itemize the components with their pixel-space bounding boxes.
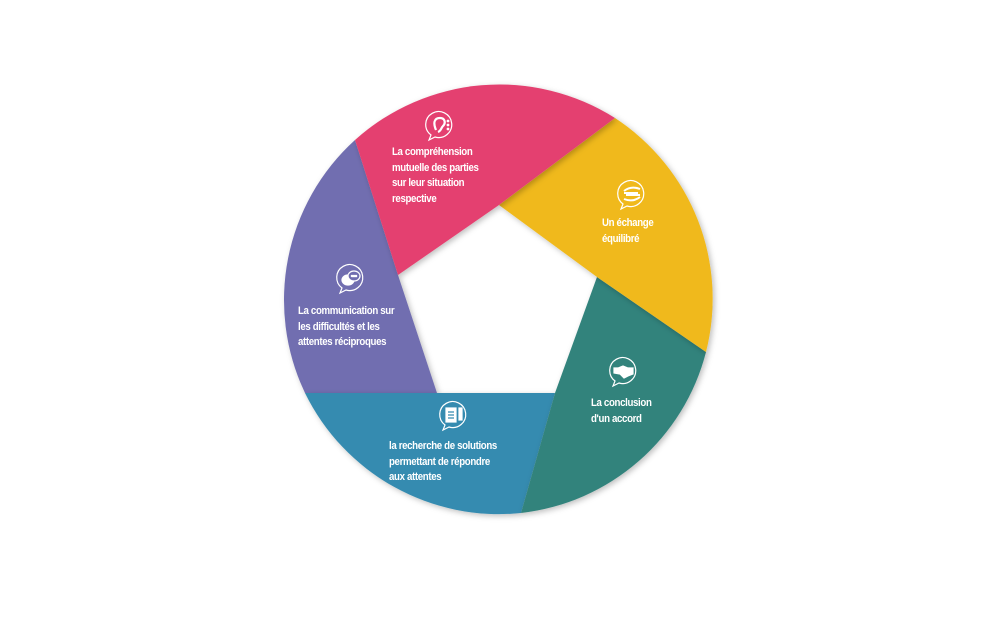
segment-blue	[305, 393, 555, 515]
segment-pink	[355, 84, 615, 275]
label-comprehension: La compréhension mutuelle des parties su…	[392, 145, 479, 207]
label-communication: La communication sur les difficultés et …	[298, 304, 395, 351]
clipboard-icon	[439, 400, 467, 432]
chat-bubbles-icon	[336, 263, 364, 295]
label-line: la recherche de solutions	[389, 440, 497, 452]
label-line: La communication sur	[298, 305, 395, 317]
segment-teal	[521, 277, 706, 513]
label-line: respective	[392, 192, 437, 205]
label-line: mutuelle des parties	[392, 161, 479, 174]
label-recherche: la recherche de solutions permettant de …	[389, 439, 497, 486]
label-line: sur leur situation	[392, 177, 465, 189]
label-line: permettant de répondre	[389, 455, 490, 468]
label-line: équilibré	[602, 232, 640, 245]
ear-icon	[425, 110, 453, 142]
segment-yellow	[499, 118, 713, 352]
label-line: les difficultés et les	[298, 320, 380, 333]
label-line: La compréhension	[392, 146, 473, 158]
label-line: La conclusion	[591, 397, 652, 409]
segment-purple	[284, 140, 437, 393]
label-conclusion: La conclusion d'un accord	[591, 396, 652, 427]
handshake-icon	[609, 356, 637, 388]
exchange-hands-icon	[617, 179, 645, 211]
label-line: aux attentes	[389, 471, 442, 483]
label-echange: Un échange équilibré	[602, 216, 654, 247]
label-line: Un échange	[602, 217, 654, 229]
label-line: d'un accord	[591, 412, 642, 425]
label-line: attentes réciproques	[298, 336, 387, 348]
